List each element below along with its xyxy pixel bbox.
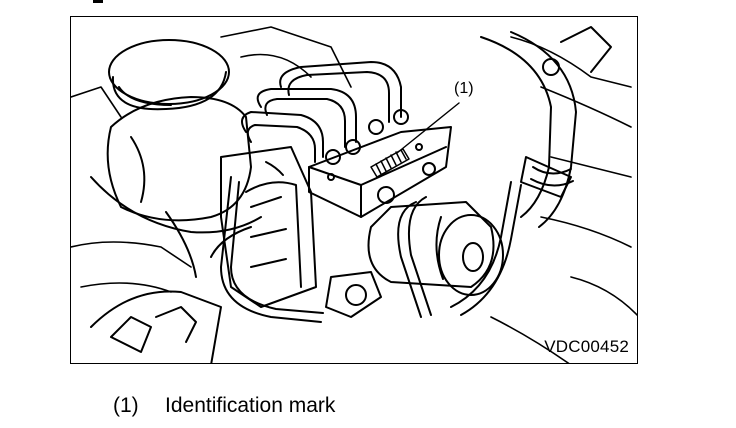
- pump-motor: [367, 201, 504, 296]
- engine-contours: [71, 26, 637, 363]
- coolant-hose: [480, 26, 612, 228]
- callout-leader: [396, 102, 460, 154]
- engine-bay-illustration: (1) VDC00452: [70, 16, 638, 364]
- legend-item-text: Identification mark: [165, 394, 336, 417]
- control-module: [220, 146, 317, 308]
- figure-code: VDC00452: [544, 337, 629, 356]
- hydraulic-unit-drawing: [71, 26, 637, 363]
- reservoir-tank: [90, 39, 262, 234]
- lower-components: [90, 211, 382, 363]
- legend-item-number: (1): [113, 394, 139, 417]
- figure-legend: (1) Identification mark: [113, 394, 335, 418]
- previous-section-fragment: [93, 0, 103, 3]
- callout-label: (1): [454, 80, 474, 97]
- valve-block: [308, 109, 452, 218]
